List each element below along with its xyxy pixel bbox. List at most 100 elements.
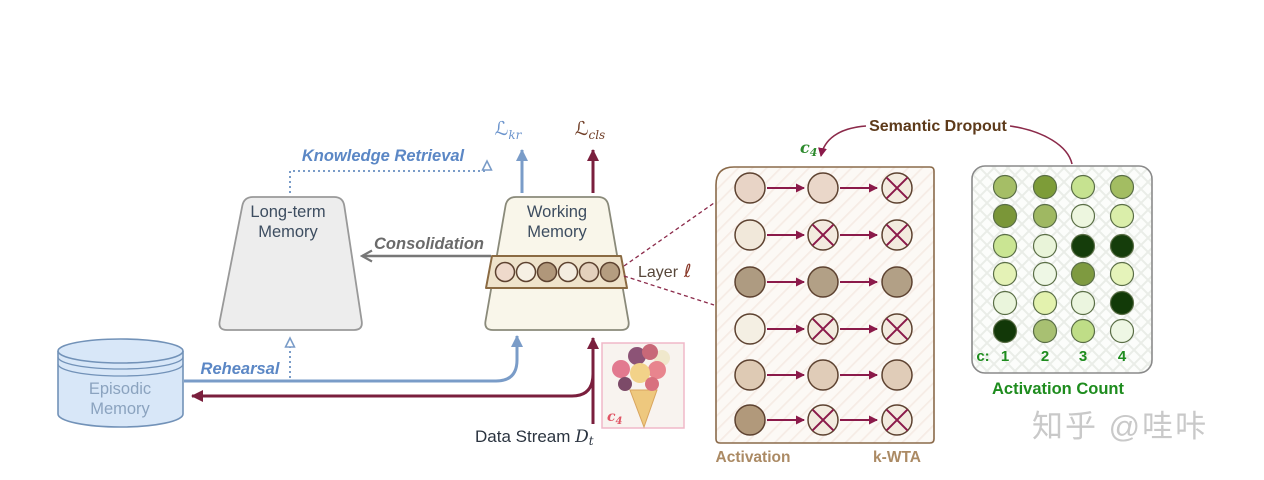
activation-label: Activation bbox=[716, 449, 791, 466]
icecream-scoop bbox=[648, 361, 666, 379]
icecream-cone bbox=[629, 389, 658, 429]
activation-count-caption: Activation Count bbox=[992, 380, 1124, 398]
count-dot bbox=[1109, 261, 1135, 287]
layer-neurons bbox=[494, 261, 621, 283]
count-dot bbox=[1070, 290, 1096, 316]
layer-neuron bbox=[557, 261, 579, 283]
dropout-cross-icon bbox=[885, 176, 909, 200]
episodic-disk-line bbox=[57, 363, 184, 377]
semantic-dropout-right-curve bbox=[1009, 125, 1073, 165]
kwta-label: k-WTA bbox=[873, 449, 921, 466]
count-dot bbox=[1032, 261, 1058, 287]
class-tag-c4: c4 bbox=[800, 138, 817, 159]
layer-zoom-guides bbox=[623, 202, 715, 306]
count-dot bbox=[1032, 203, 1058, 229]
neuron-active bbox=[734, 172, 766, 204]
kwta-panel: Activation k-WTA bbox=[715, 166, 935, 466]
episodic-memory-label: Episodic bbox=[89, 380, 151, 398]
count-dot bbox=[1070, 174, 1096, 200]
count-dot bbox=[1070, 233, 1096, 259]
episodic-memory-label: Memory bbox=[90, 400, 150, 418]
count-dot bbox=[1032, 174, 1058, 200]
knowledge-retrieval-label: Knowledge Retrieval bbox=[302, 147, 465, 165]
count-axis-3: 3 bbox=[1079, 348, 1087, 365]
episodic-cylinder-body bbox=[57, 351, 184, 428]
layer-neuron bbox=[494, 261, 516, 283]
rehearsal-arrow bbox=[184, 335, 523, 383]
count-dot bbox=[1032, 233, 1058, 259]
dropout-cross-icon bbox=[885, 317, 909, 341]
icecream-scoop bbox=[645, 377, 659, 391]
neuron-active bbox=[734, 359, 766, 391]
count-dot bbox=[1070, 203, 1096, 229]
count-axis-4: 4 bbox=[1118, 348, 1127, 365]
count-panel-frame bbox=[971, 165, 1153, 374]
ltm-shape bbox=[218, 196, 363, 331]
episodic-memory: Episodic Memory bbox=[57, 338, 184, 428]
episodic-disk-line bbox=[57, 356, 184, 370]
neuron-grid bbox=[734, 172, 913, 436]
semantic-dropout-callout: Semantic Dropout c4 bbox=[800, 118, 1073, 165]
neuron-active bbox=[807, 172, 839, 204]
neuron-active bbox=[807, 359, 839, 391]
icecream-scoop bbox=[618, 377, 632, 391]
dropout-cross-icon bbox=[811, 317, 835, 341]
count-dot bbox=[1032, 290, 1058, 316]
loss-kr-label: ℒkr bbox=[495, 118, 523, 142]
icecream-scoop bbox=[612, 360, 630, 378]
count-dot bbox=[992, 318, 1018, 344]
working-memory: Working Memory bbox=[484, 196, 630, 331]
semantic-dropout-label: Semantic Dropout bbox=[869, 118, 1007, 135]
ltm-label: Memory bbox=[258, 223, 318, 241]
knowledge-retrieval-arrow bbox=[289, 161, 487, 193]
count-dot bbox=[1109, 290, 1135, 316]
count-dot bbox=[1109, 174, 1135, 200]
semantic-dropout-left-curve bbox=[818, 125, 867, 157]
input-sample-image: c4 bbox=[601, 342, 685, 429]
zoom-guide-upper bbox=[623, 202, 715, 267]
layer-neuron bbox=[515, 261, 537, 283]
data-stream-label: Data Stream Dt bbox=[475, 427, 594, 448]
icecream-scoop bbox=[628, 347, 646, 365]
long-term-memory: Long-term Memory bbox=[218, 196, 363, 331]
count-dot bbox=[992, 233, 1018, 259]
consolidation-label: Consolidation bbox=[374, 235, 484, 253]
count-axis-2: 2 bbox=[1041, 348, 1049, 365]
count-axis-1: 1 bbox=[1001, 348, 1009, 365]
count-dot bbox=[992, 290, 1018, 316]
count-dot bbox=[1109, 203, 1135, 229]
episodic-cylinder-top bbox=[57, 338, 184, 364]
wm-label: Working bbox=[527, 203, 587, 221]
flow-arrows bbox=[184, 149, 599, 424]
count-grid bbox=[992, 174, 1135, 344]
watermark: 知乎 @哇咔 bbox=[1032, 409, 1208, 444]
layer-neuron bbox=[578, 261, 600, 283]
rehearsal-label: Rehearsal bbox=[201, 360, 280, 378]
count-dot bbox=[992, 261, 1018, 287]
count-axis-prefix: c: bbox=[976, 348, 989, 365]
wm-label: Memory bbox=[527, 223, 587, 241]
neuron-active bbox=[807, 266, 839, 298]
dropout-cross-icon bbox=[885, 408, 909, 432]
layer-neuron bbox=[536, 261, 558, 283]
loss-cls-label: ℒcls bbox=[575, 118, 605, 142]
zoom-guide-lower bbox=[623, 275, 715, 306]
neuron-active bbox=[734, 219, 766, 251]
dropout-cross-icon bbox=[811, 223, 835, 247]
ltm-label: Long-term bbox=[250, 203, 325, 221]
count-dot bbox=[1070, 261, 1096, 287]
count-dot bbox=[1032, 318, 1058, 344]
icecream-scoop bbox=[630, 363, 650, 383]
icecream-scoop bbox=[642, 344, 658, 360]
count-dot bbox=[992, 174, 1018, 200]
neuron-active bbox=[881, 359, 913, 391]
image-class-tag: c4 bbox=[607, 409, 623, 427]
count-dot bbox=[1109, 233, 1135, 259]
kwta-panel-frame bbox=[715, 166, 935, 444]
neuron-active bbox=[734, 404, 766, 436]
data-stream-to-episodic-arrow bbox=[191, 373, 595, 402]
neuron-active bbox=[734, 266, 766, 298]
